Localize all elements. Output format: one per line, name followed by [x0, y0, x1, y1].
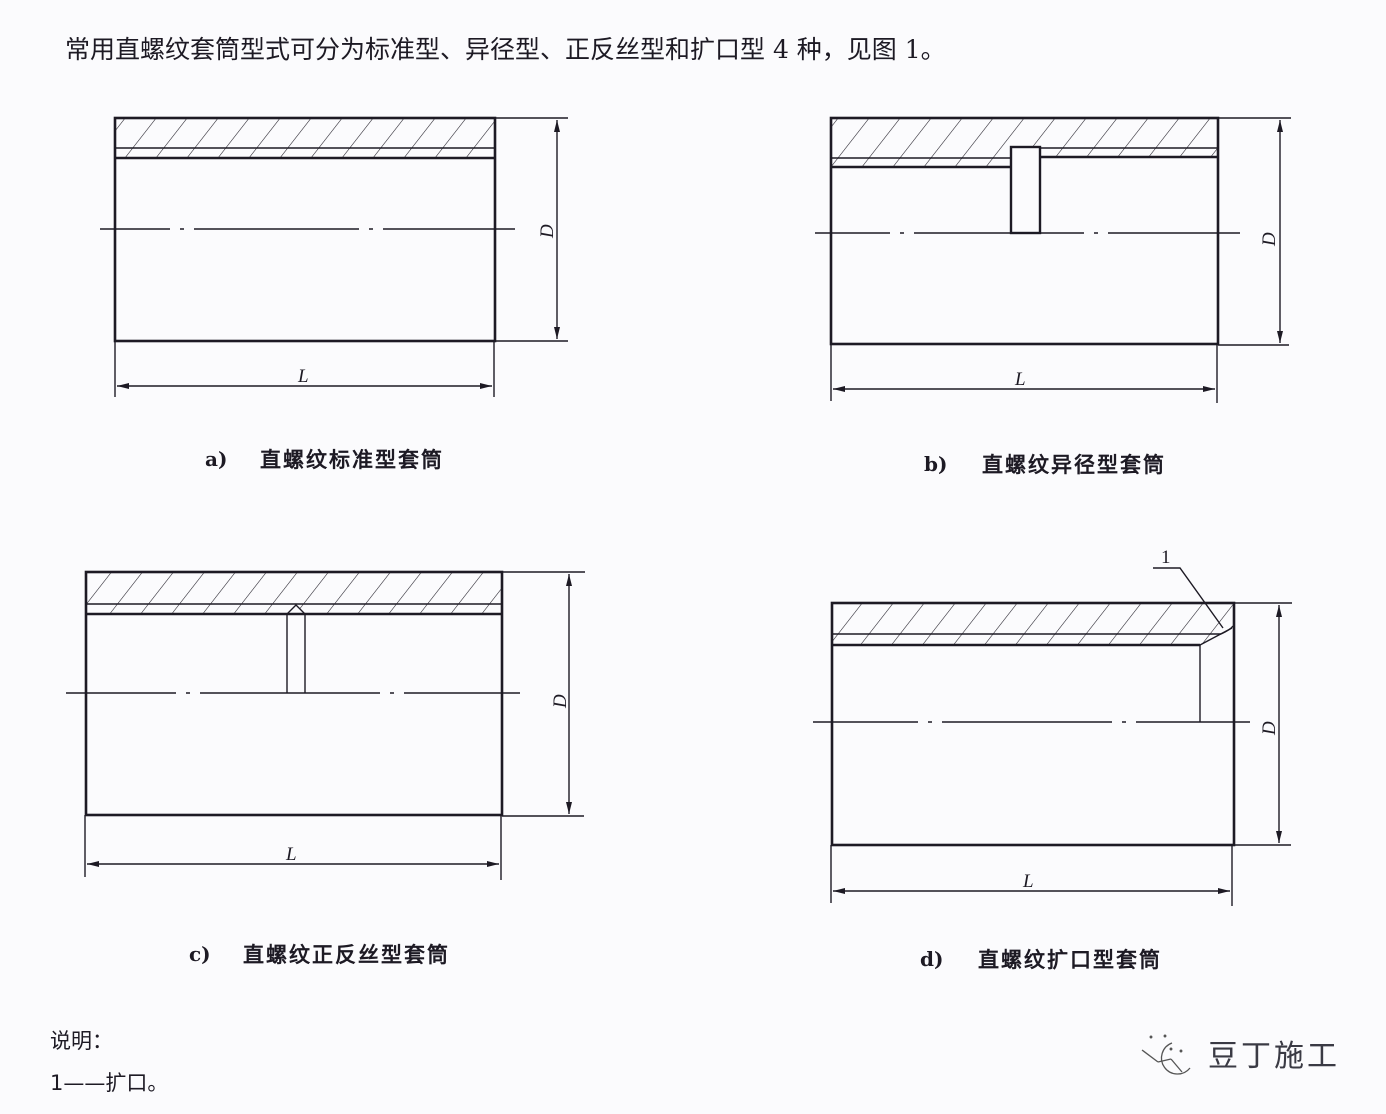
sleeve-outline — [829, 116, 1220, 346]
figure-letter: c) — [189, 942, 211, 966]
length-label: L — [1014, 369, 1026, 390]
intro-text: 常用直螺纹套筒型式可分为标准型、异径型、正反丝型和扩口型 4 种，见图 1。 — [65, 35, 946, 64]
legend-item: 1——扩口。 — [50, 1071, 168, 1095]
callout-leader-line — [1153, 567, 1224, 629]
figure-letter: d) — [920, 947, 943, 971]
groove — [1009, 145, 1042, 235]
figure-caption: 直螺纹扩口型套筒 — [978, 948, 1162, 972]
figure-caption: 直螺纹正反丝型套筒 — [243, 943, 450, 967]
callout-number: 1 — [1161, 547, 1171, 568]
hatch-band — [832, 603, 1234, 645]
figure-letter: b) — [924, 452, 947, 476]
figure-caption: 直螺纹异径型套筒 — [982, 453, 1166, 477]
hatch-band — [115, 118, 495, 158]
watermark: 豆丁施工 — [1141, 1034, 1340, 1075]
length-label: L — [297, 366, 309, 387]
flare-chamfer-line — [1199, 627, 1233, 646]
watermark-text: 豆丁施工 — [1208, 1039, 1340, 1074]
diameter-label: D — [1259, 232, 1280, 247]
groove — [286, 604, 306, 693]
legend-title: 说明： — [50, 1029, 113, 1053]
groove-fill — [287, 605, 305, 693]
length-label: L — [1022, 871, 1034, 892]
figure-c-left-right-thread-sleeve: D L c) 直螺纹正反丝型套筒 — [66, 570, 585, 967]
hatch-band — [831, 118, 1218, 167]
diameter-label: D — [1259, 721, 1280, 736]
figure-b-reducing-sleeve: D L b) 直螺纹异径型套筒 — [815, 116, 1291, 477]
figure-letter: a) — [205, 447, 227, 471]
sleeve-outline — [830, 601, 1236, 847]
figure-caption: 直螺纹标准型套筒 — [260, 448, 444, 472]
diameter-label: D — [550, 694, 571, 709]
wechat-icon — [1141, 1034, 1191, 1075]
figure-a-standard-sleeve: D L a) 直螺纹标准型套筒 — [100, 116, 568, 472]
figure-d-flared-sleeve: D L 1 d) 直螺纹扩口型套筒 — [813, 547, 1292, 972]
length-label: L — [285, 844, 297, 865]
diameter-label: D — [537, 224, 558, 239]
